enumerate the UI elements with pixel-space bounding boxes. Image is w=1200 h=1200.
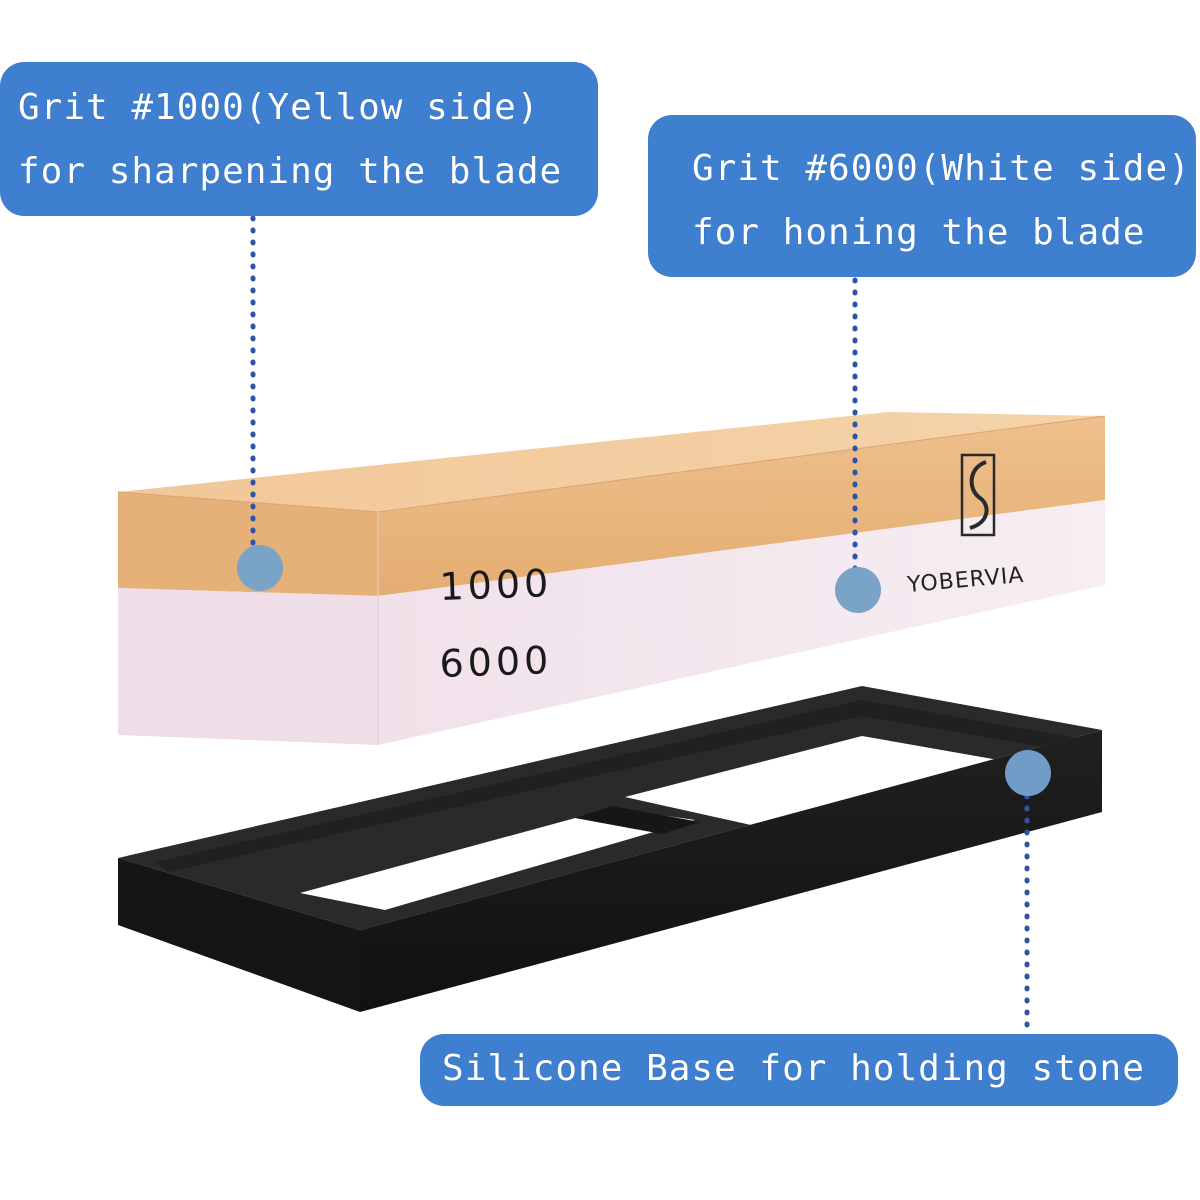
silicone-base [118, 686, 1102, 1012]
stone-label-1000: 1000 [439, 561, 553, 609]
callout-grit-6000-line1: Grit #6000(White side) [692, 148, 1191, 189]
whetstone [117, 412, 1106, 745]
marker-dot-white-side [835, 567, 881, 613]
stone-yellow-layer [378, 416, 1105, 596]
callout-grit-1000-line2: for sharpening the blade [18, 151, 563, 192]
callout-grit-1000-line1: Grit #1000(Yellow side) [18, 87, 540, 128]
brand-logo [960, 453, 996, 537]
stone-yellow-end [118, 492, 378, 596]
stone-white-layer [378, 500, 1105, 745]
marker-dot-base [1005, 750, 1051, 796]
callout-grit-1000: Grit #1000(Yellow side) for sharpening t… [0, 62, 598, 216]
callout-silicone-base: Silicone Base for holding stone [420, 1034, 1178, 1106]
callout-silicone-base-text: Silicone Base for holding stone [442, 1048, 1145, 1089]
callout-grit-6000-line2: for honing the blade [692, 212, 1146, 253]
stone-white-end [118, 588, 378, 745]
stone-top-face [118, 412, 1105, 512]
marker-dot-yellow-side [237, 545, 283, 591]
callout-grit-6000: Grit #6000(White side) for honing the bl… [648, 115, 1196, 277]
leader-lines [250, 215, 1030, 1035]
stone-label-6000: 6000 [439, 638, 553, 686]
